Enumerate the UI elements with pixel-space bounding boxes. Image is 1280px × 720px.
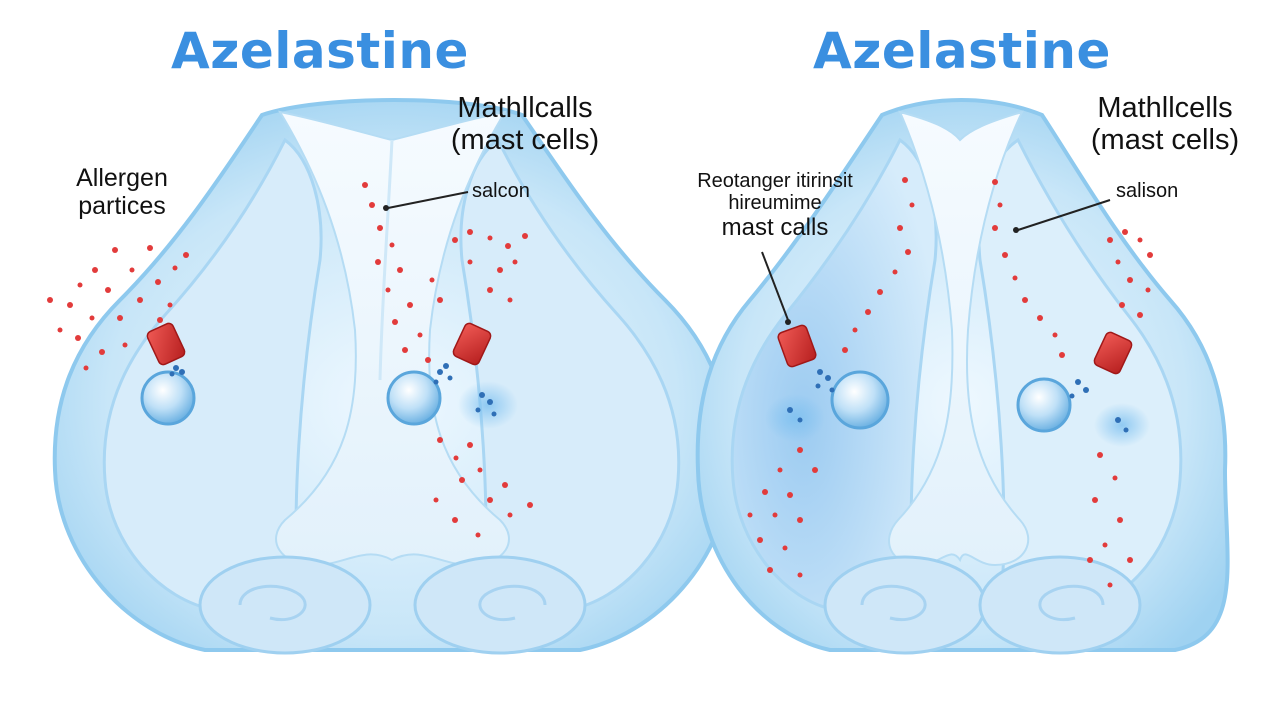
right-swirl-right (1038, 584, 1105, 621)
right-nasal-cavity (695, 98, 1230, 655)
left-allergen-label: Allergen partices (42, 164, 202, 220)
left-mast-label-line2: (mast cells) (450, 124, 600, 157)
right-septum (888, 110, 1030, 567)
left-receptor-right (452, 322, 492, 366)
left-receptor-left (146, 322, 186, 366)
left-allergen-label-line1: Allergen (76, 164, 168, 192)
right-mast-cell-left (830, 370, 890, 430)
right-mast-cells-label: Mathllcells (mast cells) (1060, 92, 1270, 157)
right-turbinate-left (823, 555, 987, 655)
right-callout-dot (1013, 227, 1019, 233)
right-receptor-pointer (761, 251, 789, 321)
right-mast-label-line2: (mast cells) (1090, 124, 1240, 157)
left-callout-line (387, 191, 469, 209)
right-allergen-particles (747, 177, 1153, 588)
right-callout-label: salison (1116, 180, 1179, 202)
right-mast-cell-right (1016, 377, 1072, 433)
right-receptor-right (1093, 331, 1133, 375)
left-mast-cells-label: Mathllcalls (mast cells) (420, 92, 630, 157)
left-turbinate-right (413, 555, 587, 655)
right-antihistamine-molecules (787, 369, 1129, 433)
left-glow-spot (458, 381, 518, 429)
left-swirl-right (478, 584, 547, 621)
right-glow-spot-left (765, 394, 825, 442)
left-inner-chamber-a (102, 137, 323, 612)
left-title: Azelastine (171, 22, 469, 80)
right-inner-chamber-a (730, 137, 938, 612)
right-glow-spot-right (1094, 403, 1150, 447)
right-title: Azelastine (813, 22, 1111, 80)
left-nasal-cavity (47, 98, 733, 655)
left-mast-cell-left (140, 370, 196, 426)
left-inner-chamber-b (459, 137, 681, 612)
left-swirl-left (238, 584, 307, 621)
left-allergen-label-line2: partices (78, 192, 166, 220)
right-receptor-label-line1: Reotanger itirinsit (697, 170, 853, 192)
right-receptor-label-line2: hireumime (728, 192, 822, 215)
right-receptor-pointer-dot (785, 319, 791, 325)
right-mast-label-line1: Mathllcells (1097, 92, 1233, 124)
left-mast-cell-right (386, 370, 442, 426)
right-swirl-left (860, 584, 927, 621)
left-allergen-particles (47, 182, 533, 538)
right-callout-line (1017, 199, 1111, 231)
right-receptor-left (777, 324, 817, 368)
right-inner-chamber-b (977, 137, 1183, 612)
left-septum-groove (378, 139, 394, 381)
left-mast-label-line1: Mathllcalls (457, 92, 593, 124)
left-antihistamine-molecules (169, 363, 497, 417)
right-receptor-label-line3: mast calls (721, 213, 829, 241)
right-turbinate-right (978, 555, 1142, 655)
left-callout-dot (383, 205, 389, 211)
left-turbinate-left (198, 555, 372, 655)
right-receptor-label: Reotanger itirinsit hireumime mast calls (660, 170, 890, 242)
left-callout-label: salcon (472, 180, 530, 202)
